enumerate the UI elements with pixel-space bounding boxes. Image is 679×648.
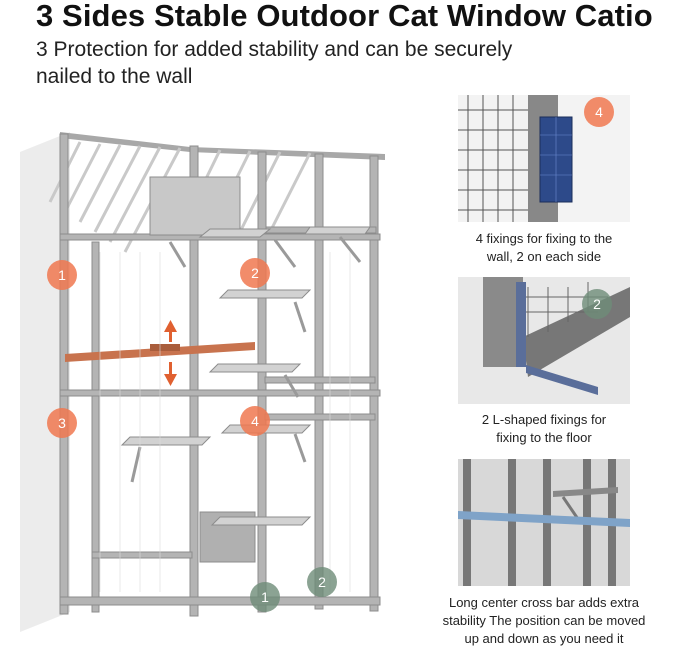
panel-2-badge: 2 — [582, 289, 612, 319]
panel-2-caption: 2 L-shaped fixings for fixing to the flo… — [440, 411, 648, 447]
floor-fixing-image — [458, 277, 630, 404]
page-title: 3 Sides Stable Outdoor Cat Window Catio — [36, 0, 653, 33]
panel-3-caption-line-2: stability The position can be moved — [442, 613, 646, 628]
detail-panel-cross-bar — [458, 459, 630, 586]
panel-3-caption: Long center cross bar adds extra stabili… — [434, 594, 654, 648]
panel-3-caption-line-3: up and down as you need it — [464, 631, 624, 646]
panel-1-caption-line-2: wall, 2 on each side — [486, 249, 602, 264]
marker-1-bottom: 1 — [250, 582, 280, 612]
marker-4: 4 — [240, 406, 270, 436]
catio-illustration — [20, 132, 385, 632]
subtitle-line-1: 3 Protection for added stability and can… — [36, 38, 513, 61]
cross-bar-image — [458, 459, 630, 586]
panel-3-caption-line-1: Long center cross bar adds extra — [448, 595, 640, 610]
detail-panel-wall-fixing: 4 — [458, 95, 630, 222]
wall-fixing-image — [458, 95, 573, 222]
detail-panel-floor-fixing: 2 — [458, 277, 630, 404]
panel-1-caption-line-1: 4 fixings for fixing to the — [475, 231, 613, 246]
marker-2: 2 — [240, 258, 270, 288]
marker-3: 3 — [47, 408, 77, 438]
marker-1-left: 1 — [47, 260, 77, 290]
panel-1-badge: 4 — [584, 97, 614, 127]
panel-1-caption: 4 fixings for fixing to the wall, 2 on e… — [440, 230, 648, 266]
marker-2-bottom: 2 — [307, 567, 337, 597]
page-subtitle: 3 Protection for added stability and can… — [36, 36, 512, 90]
subtitle-line-2: nailed to the wall — [36, 65, 193, 88]
panel-2-caption-line-2: fixing to the floor — [496, 430, 592, 445]
panel-2-caption-line-1: 2 L-shaped fixings for — [481, 412, 607, 427]
